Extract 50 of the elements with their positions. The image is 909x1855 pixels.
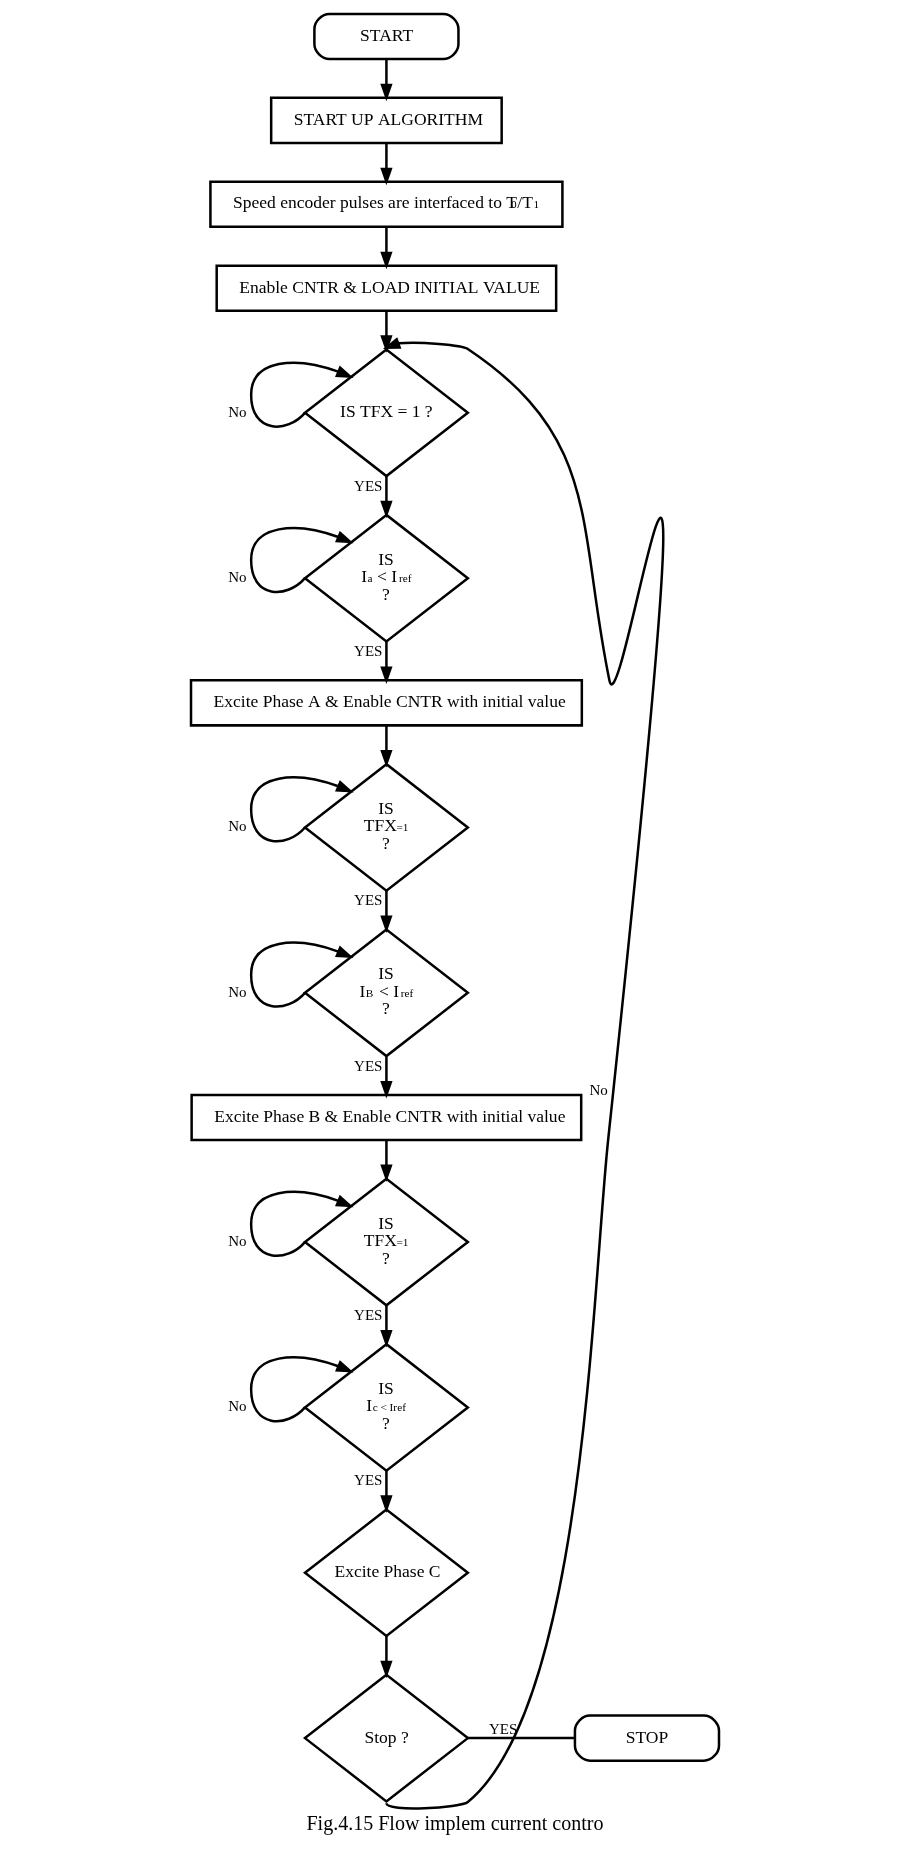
arrow bbox=[379, 226, 393, 270]
arrow bbox=[249, 1190, 354, 1258]
edge-label: No bbox=[227, 983, 247, 1000]
node-box: Excite Phase A & Enable CNTR with initial value bbox=[189, 679, 583, 727]
arrow bbox=[379, 641, 393, 684]
connector bbox=[467, 1736, 575, 1740]
node-diamond: IS IB < Iref ? bbox=[302, 927, 470, 1058]
arrow bbox=[379, 1140, 393, 1183]
node-diamond: IS TFX=1 ? bbox=[302, 1177, 470, 1307]
edge-label: YES bbox=[353, 892, 382, 909]
edge-label: YES bbox=[353, 1472, 382, 1489]
arrow bbox=[249, 526, 354, 594]
edge-label: YES bbox=[353, 643, 382, 660]
arrow bbox=[379, 476, 393, 519]
arrow bbox=[379, 1056, 393, 1099]
node-box: STOP bbox=[573, 1714, 720, 1762]
edge-label: No bbox=[227, 1398, 247, 1415]
edge-label: No bbox=[227, 569, 247, 586]
edge-label: No bbox=[227, 403, 247, 420]
node-diamond: IS Ic < Iref ? bbox=[302, 1342, 470, 1473]
arrow bbox=[379, 725, 393, 768]
edge-label: YES bbox=[353, 1057, 382, 1074]
arrow bbox=[379, 890, 393, 933]
edge-label: No bbox=[588, 1082, 608, 1099]
node-box: Enable CNTR & LOAD INITIAL VALUE bbox=[214, 264, 557, 312]
arrow bbox=[379, 1470, 393, 1513]
caption: Fig.4.15 Flow implem current contro bbox=[305, 1811, 604, 1834]
edge-label: YES bbox=[353, 1307, 382, 1324]
node-diamond: Excite Phase C bbox=[302, 1507, 470, 1638]
edge-label: YES bbox=[488, 1720, 517, 1737]
arrow bbox=[379, 59, 393, 102]
edge-label: No bbox=[227, 1232, 247, 1249]
node-diamond: IS TFX=1 ? bbox=[302, 762, 470, 893]
arrow bbox=[379, 311, 393, 353]
node-box: START bbox=[312, 12, 460, 61]
arrow bbox=[379, 143, 393, 186]
arrow bbox=[249, 776, 354, 843]
arrow bbox=[249, 1356, 354, 1423]
node-box: START UP ALGORITHM bbox=[269, 96, 503, 145]
arrow bbox=[249, 361, 354, 428]
node-diamond: IS TFX = 1 ? bbox=[302, 348, 470, 478]
edge-label: No bbox=[227, 818, 247, 835]
arrow bbox=[382, 337, 664, 1810]
node-box: Excite Phase B & Enable CNTR with initial value bbox=[189, 1093, 582, 1142]
arrow bbox=[379, 1636, 393, 1679]
edge-label: YES bbox=[353, 477, 382, 494]
node-diamond: IS Ia < Iref ? bbox=[302, 513, 470, 644]
node-diamond: Stop ? bbox=[302, 1673, 470, 1803]
arrow bbox=[249, 941, 354, 1008]
arrow bbox=[379, 1305, 393, 1348]
